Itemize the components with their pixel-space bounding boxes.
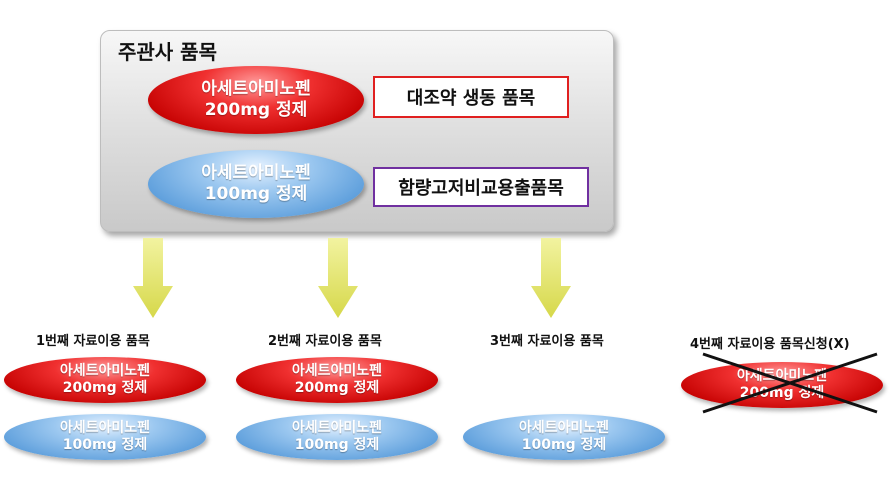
group-2-label: 2번째 자료이용 품목: [268, 334, 382, 349]
pill-line2: 100mg 정제: [294, 437, 380, 453]
reference-bioequivalence-label: 대조약 생동 품목: [373, 76, 569, 118]
group-4-label: 4번째 자료이용 품목신청(X): [690, 337, 850, 352]
pill-line2: 100mg 정제: [521, 437, 607, 453]
pill-line1: 아세트아미노펜: [201, 78, 311, 99]
pill-line2: 100mg 정제: [62, 437, 148, 453]
pill-line1: 아세트아미노펜: [201, 162, 311, 183]
group-1-red-pill: 아세트아미노펜 200mg 정제: [4, 357, 206, 403]
group-2-red-pill: 아세트아미노펜 200mg 정제: [236, 357, 438, 403]
pill-line2: 200mg 정제: [739, 385, 825, 401]
group-3-label: 3번째 자료이용 품목: [490, 334, 604, 349]
pill-line2: 200mg 정제: [294, 380, 380, 396]
pill-line1: 아세트아미노펜: [59, 419, 151, 436]
group-1-label: 1번째 자료이용 품목: [36, 334, 150, 349]
pill-line2: 100mg 정제: [204, 184, 308, 204]
x-mark-icon: [702, 352, 878, 414]
group-1-blue-pill: 아세트아미노펜 100mg 정제: [4, 414, 206, 460]
down-arrow-icon: [133, 238, 173, 318]
pill-line1: 아세트아미노펜: [291, 419, 383, 436]
top-red-pill: 아세트아미노펜 200mg 정제: [148, 66, 364, 134]
top-blue-pill: 아세트아미노펜 100mg 정제: [148, 150, 364, 218]
pill-line1: 아세트아미노펜: [59, 362, 151, 379]
pill-line2: 200mg 정제: [204, 100, 308, 120]
down-arrow-icon: [531, 238, 571, 318]
group-2-blue-pill: 아세트아미노펜 100mg 정제: [236, 414, 438, 460]
down-arrow-icon: [318, 238, 358, 318]
pill-line2: 200mg 정제: [62, 380, 148, 396]
pill-line1: 아세트아미노펜: [518, 419, 610, 436]
lead-product-title: 주관사 품목: [118, 40, 217, 64]
dissolution-comparison-label: 함량고저비교용출품목: [373, 167, 589, 207]
pill-line1: 아세트아미노펜: [291, 362, 383, 379]
group-3-blue-pill: 아세트아미노펜 100mg 정제: [463, 414, 665, 460]
group-4-red-pill: 아세트아미노펜 200mg 정제: [681, 362, 883, 408]
